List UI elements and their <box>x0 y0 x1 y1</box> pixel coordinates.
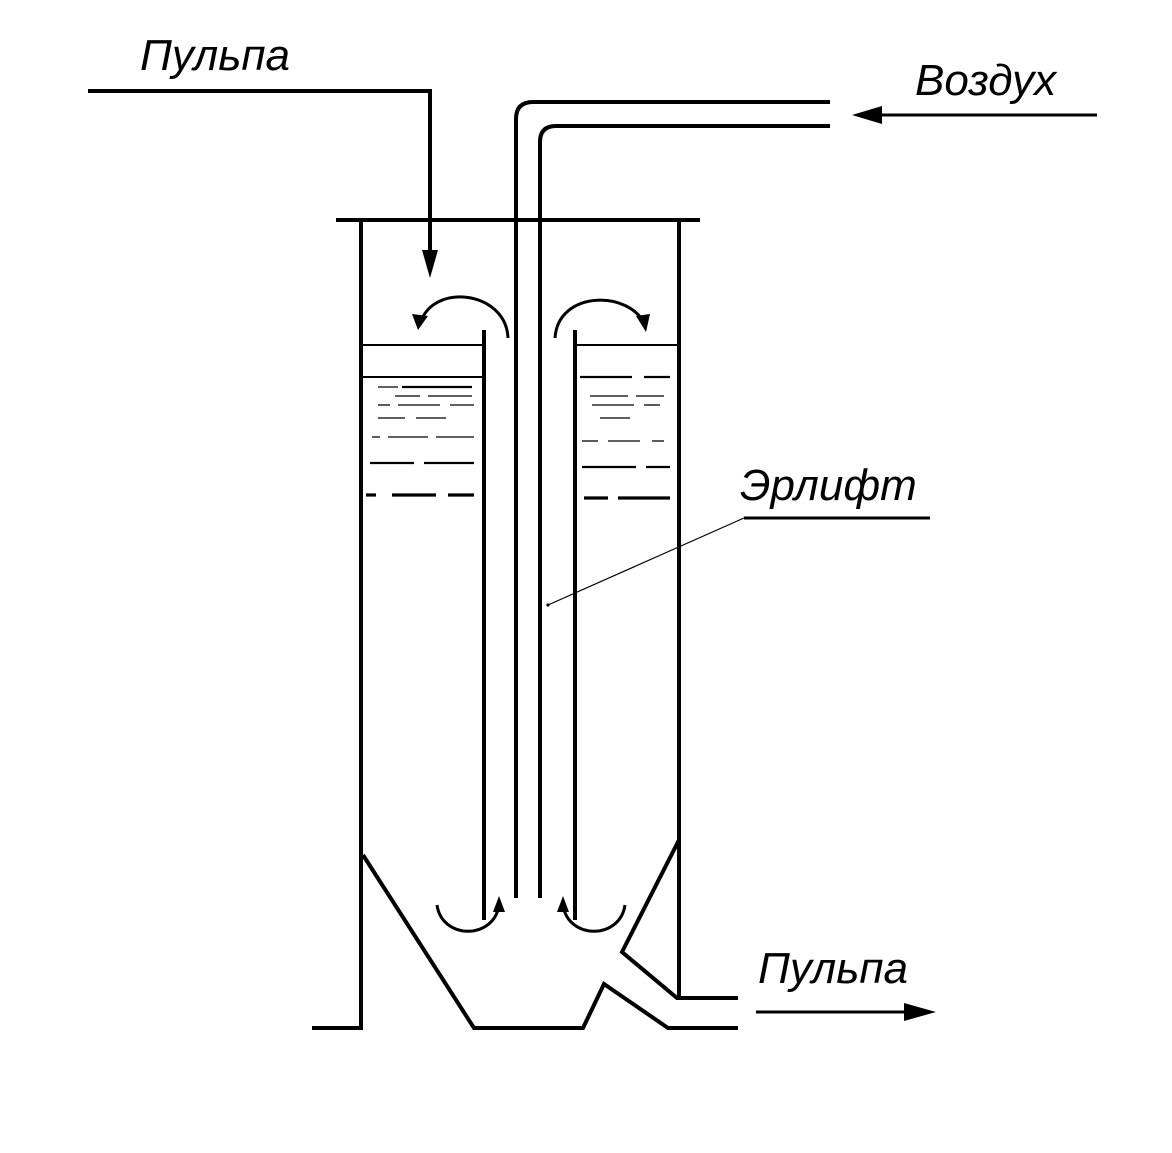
circulation-arrow-icon <box>636 314 650 332</box>
airlift-label: Эрлифт <box>740 461 917 510</box>
pulp-inlet-label: Пульпа <box>140 31 290 80</box>
airlift-leader <box>546 516 930 607</box>
pulp-outlet-label: Пульпа <box>758 944 908 993</box>
tank-cone-bottom <box>361 839 738 1030</box>
air-inlet-label: Воздух <box>915 56 1058 105</box>
pulp-inlet-arrow-icon <box>422 250 438 278</box>
top-circulation-arrows <box>412 295 650 339</box>
circulation-arrow-icon <box>412 314 428 330</box>
pulp-outlet-arrow <box>756 1003 936 1021</box>
airlift-pipe <box>514 100 830 898</box>
froth-layer-left <box>361 376 484 497</box>
pulp-inlet-pipe <box>88 89 438 278</box>
froth-layer-right <box>580 375 670 500</box>
tank-walls <box>312 220 681 1030</box>
circulation-arrow-icon <box>493 896 505 912</box>
circulation-arrow-icon <box>557 896 569 912</box>
bottom-circulation-arrows <box>435 896 627 933</box>
outlet-arrow-icon <box>904 1003 936 1021</box>
air-arrow-icon <box>852 106 882 124</box>
air-inlet-arrow <box>852 106 1097 124</box>
